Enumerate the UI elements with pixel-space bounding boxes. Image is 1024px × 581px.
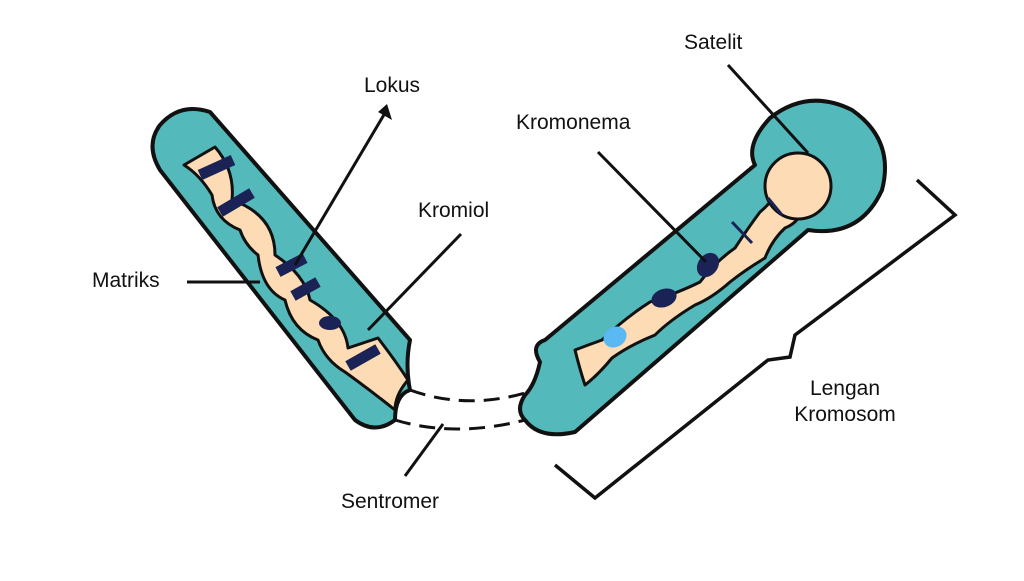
- kromonema-leader-line: [596, 150, 708, 264]
- sentromer-label: Sentromer: [341, 490, 440, 513]
- chromosome-arm-bracket: [553, 178, 958, 501]
- kromiol-leader-line: [366, 232, 463, 332]
- lokus-label: Lokus: [364, 74, 421, 97]
- lokus-leader-line: [293, 112, 387, 266]
- satellite-body: [763, 151, 833, 221]
- matriks-label: Matriks: [92, 269, 160, 292]
- left-band-5: [345, 344, 381, 371]
- left-band-1: [197, 154, 236, 181]
- lengan-label-line1: Lengan: [809, 377, 881, 400]
- right-band-2: [730, 220, 754, 245]
- right-band-1: [766, 197, 784, 216]
- left-chromosome-arm: [150, 107, 412, 430]
- satelit-leader-line: [726, 63, 810, 155]
- left-arm-chromonema: [182, 145, 410, 412]
- left-band-4: [290, 277, 321, 301]
- right-chromiole-2: [651, 288, 677, 308]
- centromere-link-top: [409, 388, 526, 403]
- centromere-link-bottom: [394, 418, 526, 431]
- left-band-3: [275, 253, 308, 277]
- left-band-2: [217, 188, 255, 217]
- lengan-kromosom-label: Lengan Kromosom: [780, 376, 910, 429]
- satelit-label: Satelit: [684, 31, 743, 54]
- lokus-arrowhead: [378, 104, 392, 120]
- left-chromiole: [319, 316, 341, 330]
- lengan-label-line2: Kromosom: [794, 403, 896, 427]
- kromonema-label: Kromonema: [516, 111, 631, 134]
- kromiol-label: Kromiol: [418, 199, 490, 222]
- right-chromiole-light: [603, 326, 627, 348]
- right-chromosome-arm: [518, 98, 887, 437]
- sentromer-leader-line: [403, 423, 445, 477]
